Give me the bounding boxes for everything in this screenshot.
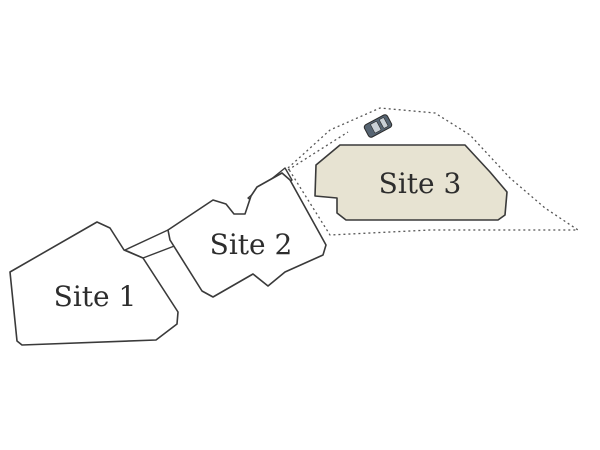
site-3-parcel[interactable] — [314, 144, 508, 221]
site-2-parcel[interactable] — [167, 172, 327, 298]
site-1-parcel[interactable] — [9, 221, 179, 346]
dotted-boundary — [287, 107, 581, 236]
site-1-label: Site 1 — [54, 280, 137, 313]
site-1[interactable]: Site 1 — [9, 221, 179, 346]
site-3[interactable]: Site 3 — [314, 144, 508, 221]
dotted-inner-line — [287, 131, 349, 171]
site-2[interactable]: Site 2 — [167, 172, 327, 298]
site-3-label: Site 3 — [379, 167, 462, 200]
car-icon — [363, 114, 393, 138]
site-2-label: Site 2 — [210, 228, 293, 261]
